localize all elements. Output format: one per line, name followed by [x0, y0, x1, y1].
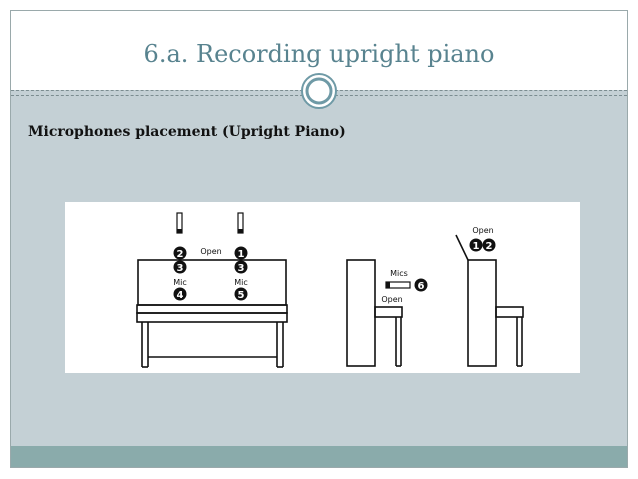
svg-text:2: 2: [486, 241, 493, 252]
front-piano-keyboard: [136, 312, 288, 323]
marker-2: 2: [173, 246, 187, 260]
marker-3-left: 3: [173, 260, 187, 274]
piano-mic-diagram: 2 3 Mic 4 1 3 Mic 5: [65, 202, 580, 373]
label-open-side-top: Open: [472, 226, 493, 235]
side-piano-open-lid: [455, 234, 469, 261]
overhead-mic-right-icon: [237, 212, 244, 234]
label-mics-side: Mics: [390, 269, 408, 278]
marker-3-right: 3: [234, 260, 248, 274]
marker-1: 1: [234, 246, 248, 260]
svg-text:1: 1: [238, 249, 245, 260]
marker-5: 5: [234, 287, 248, 301]
side-mic-icon: [385, 281, 411, 289]
footer-bar: [11, 446, 627, 467]
svg-text:4: 4: [177, 290, 184, 301]
label-mic-right: Mic: [234, 278, 248, 287]
side-view-piano-top: [455, 234, 524, 367]
marker-2-side: 2: [482, 238, 496, 252]
svg-text:6: 6: [418, 281, 425, 292]
slide: 6.a. Recording upright piano Microphones…: [10, 10, 628, 468]
front-piano-keybed-top: [136, 304, 288, 314]
slide-subtitle: Microphones placement (Upright Piano): [28, 124, 346, 140]
svg-text:5: 5: [238, 290, 245, 301]
label-open-front: Open: [200, 247, 221, 256]
marker-1-side: 1: [469, 238, 483, 252]
label-open-side-low: Open: [381, 295, 402, 304]
label-mic-left: Mic: [173, 278, 187, 287]
overhead-mic-left-icon: [176, 212, 183, 234]
front-view-piano: [136, 259, 288, 368]
marker-4: 4: [173, 287, 187, 301]
slide-title: 6.a. Recording upright piano: [143, 40, 495, 68]
svg-text:3: 3: [177, 263, 184, 274]
front-piano-upper-body: [137, 259, 287, 306]
piano-diagram-svg: 2 3 Mic 4 1 3 Mic 5: [136, 212, 524, 368]
side-piano-top-keybed: [495, 306, 524, 318]
side-piano-top-body: [467, 259, 497, 367]
marker-6: 6: [414, 278, 428, 292]
svg-text:2: 2: [177, 249, 184, 260]
svg-text:1: 1: [473, 241, 480, 252]
side-piano-low-body: [346, 259, 376, 367]
svg-text:3: 3: [238, 263, 245, 274]
side-view-piano-low: [346, 259, 403, 367]
side-piano-low-keybed: [374, 306, 403, 318]
circle-ornament-icon: [301, 73, 337, 109]
